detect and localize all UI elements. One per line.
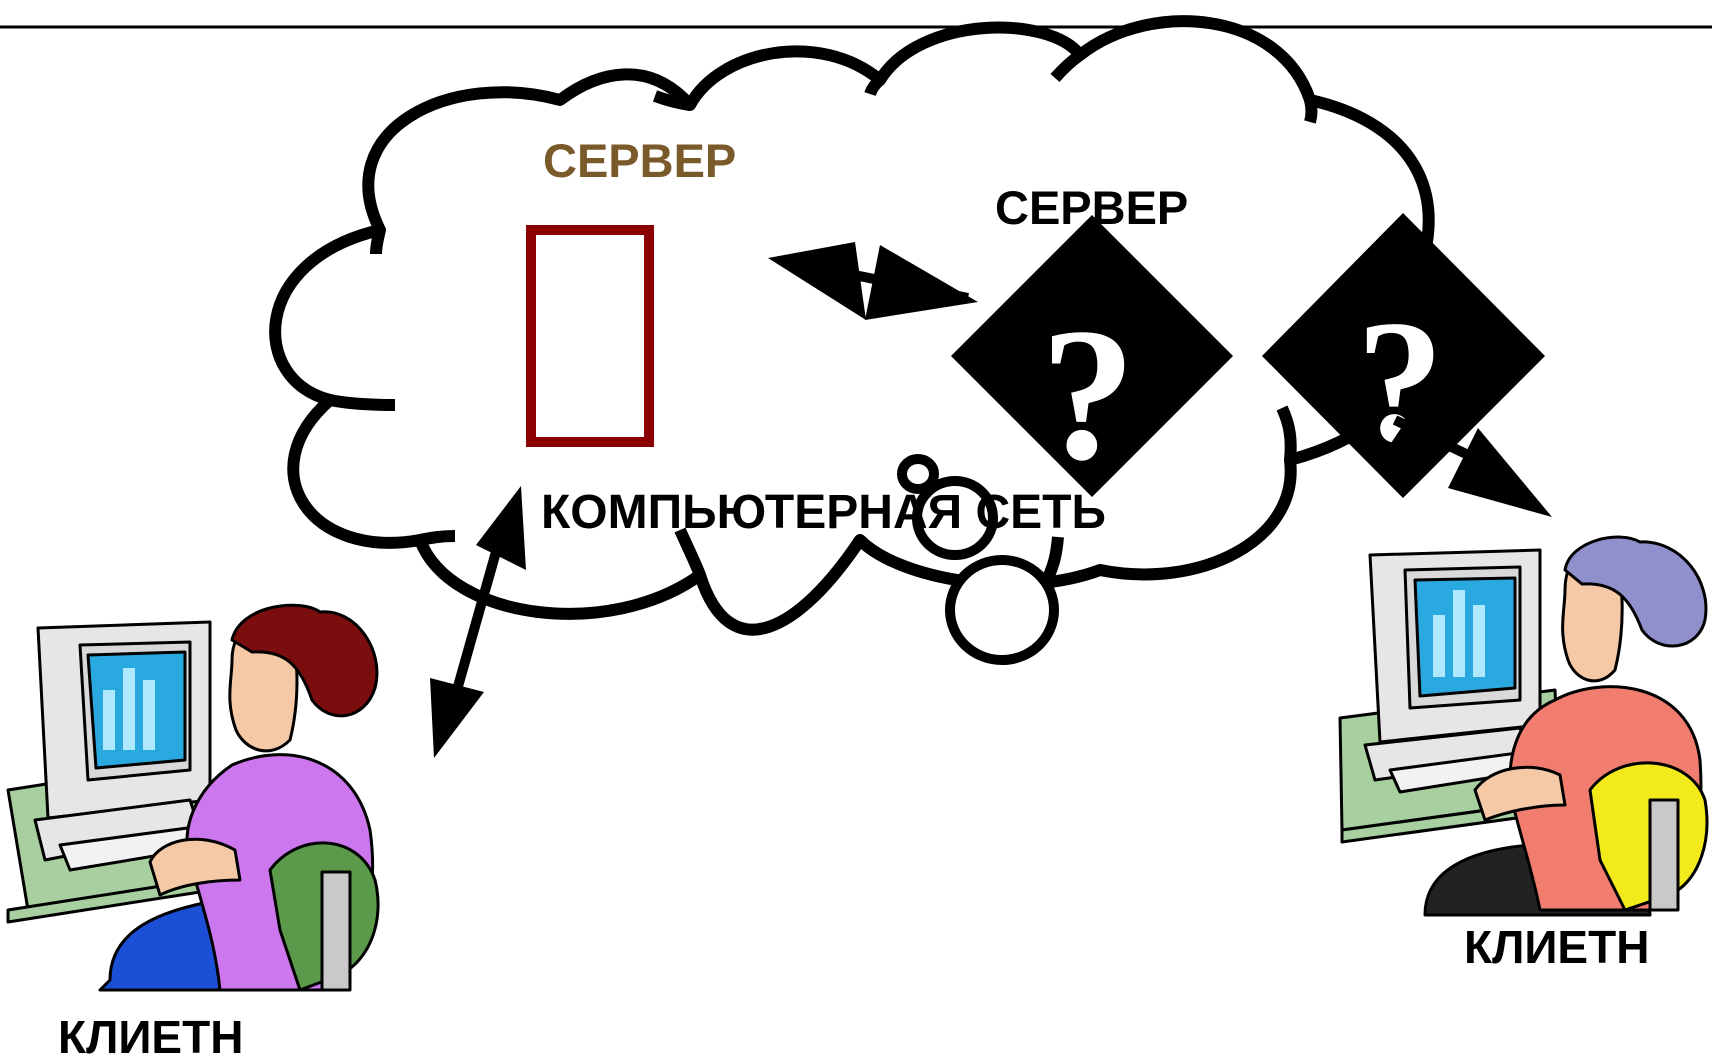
- person-at-computer-icon: [1338, 535, 1709, 917]
- person-at-computer-icon: [6, 603, 380, 992]
- server-link-arrow: [768, 242, 978, 320]
- server-box-icon: [526, 225, 654, 447]
- server-label: СЕРВЕР: [995, 181, 1189, 234]
- client-label: КЛИЕТН: [58, 1011, 244, 1063]
- thought-bubbles: [897, 454, 1059, 665]
- question-diamond-icon: ?: [951, 215, 1233, 500]
- client-label: КЛИЕТН: [1464, 921, 1650, 973]
- server-label: СЕРВЕР: [543, 134, 737, 187]
- svg-text:?: ?: [1041, 290, 1136, 500]
- network-label: КОМПЬЮТЕРНАЯ СЕТЬ: [541, 486, 1106, 539]
- client-left-arrow: [430, 486, 526, 758]
- client-right-arrow: [1385, 400, 1552, 517]
